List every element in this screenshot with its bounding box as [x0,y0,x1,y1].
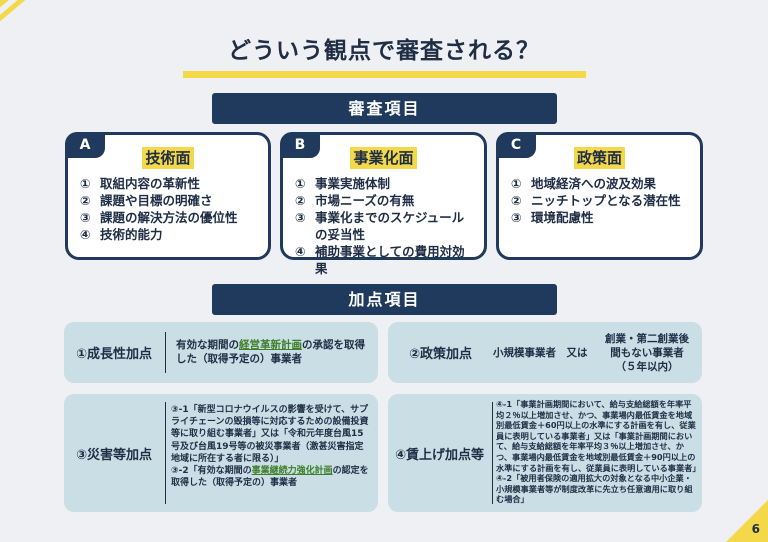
bonus-wage: ④賃上げ加点等 ④-1「事業計画期間において、給与支給総額を年率平均２％以上増加… [388,394,702,512]
bonus-label: ①成長性加点 [75,347,152,362]
page-number: 6 [751,522,760,536]
bonus-text-left: 小規模事業者 又は [493,347,588,359]
card-title: 技術面 [142,147,194,169]
bonus-policy: ②政策加点 小規模事業者 又は 創業・第二創業後間もない事業者（５年以内） [388,322,702,383]
card-tag: C [496,132,536,158]
bonus-growth: ①成長性加点 有効な期間の経営革新計画の承認を取得した（取得予定の）事業者 [64,322,378,383]
bonus-text-right: 創業・第二創業後間もない事業者（５年以内） [605,333,689,373]
divider [165,332,166,373]
card-tag: A [65,132,105,158]
bonus-label: ③災害等加点 [75,447,152,463]
bonus-text: ③-1「新型コロナウイルスの影響を受けて、サプライチェーンの毀損等に対応するため… [171,405,369,489]
bonus-disaster: ③災害等加点 ③-1「新型コロナウイルスの影響を受けて、サプライチェーンの毀損等… [64,394,378,512]
review-banner: 審査項目 [212,93,557,124]
bonus-text: ④-1「事業計画期間において、給与支給総額を年率平均２％以上増加させ、かつ、事業… [496,399,701,505]
bonus-text: 有効な期間の経営革新計画の承認を取得した（取得予定の）事業者 [176,339,365,365]
page-title: どういう観点で審査される？ [228,38,540,64]
page-corner [726,500,768,542]
card-title: 政策面 [573,147,625,169]
divider [165,402,166,504]
bonus-label: ④賃上げ加点等 [394,447,484,463]
bonus-banner: 加点項目 [212,284,557,315]
card-title: 事業化面 [350,147,417,169]
bonus-label: ②政策加点 [408,347,472,362]
card-tag: B [280,132,320,158]
divider [492,402,493,504]
title-underline [183,71,586,78]
